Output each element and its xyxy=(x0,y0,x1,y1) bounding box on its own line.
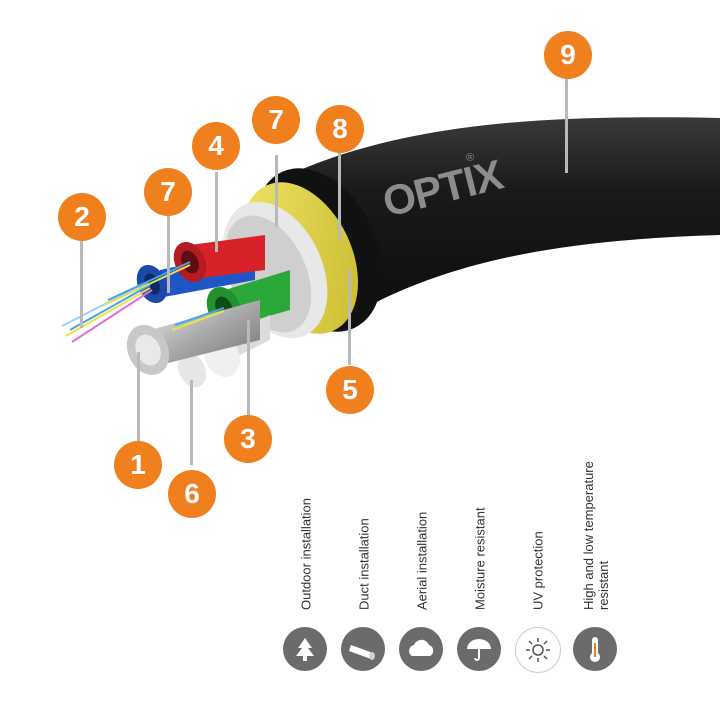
leader-line xyxy=(275,155,278,227)
feature-label: Outdoor installation xyxy=(298,497,314,610)
leader-line xyxy=(190,380,193,465)
fiber-bundle xyxy=(61,261,225,343)
callout-1: 1 xyxy=(114,441,162,489)
callout-9: 9 xyxy=(544,31,592,79)
callout-2: 2 xyxy=(58,193,106,241)
sun-icon xyxy=(515,627,561,673)
tree-icon xyxy=(283,627,327,671)
callout-5: 5 xyxy=(326,366,374,414)
feature-uv: UV protection xyxy=(515,440,561,610)
leader-line xyxy=(137,352,140,442)
leader-line xyxy=(338,145,341,240)
feature-outdoor: Outdoor installation xyxy=(283,440,329,610)
red-tube xyxy=(173,235,265,283)
callout-7a: 7 xyxy=(144,168,192,216)
leader-line xyxy=(167,213,170,293)
registered-mark: ® xyxy=(466,152,475,164)
callout-7b: 7 xyxy=(252,96,300,144)
callout-3: 3 xyxy=(224,415,272,463)
feature-label: Aerial installation xyxy=(414,511,430,610)
feature-label: High and low temperature resistant xyxy=(581,461,611,610)
callout-6: 6 xyxy=(168,470,216,518)
outer-sheath xyxy=(300,117,720,325)
callout-8: 8 xyxy=(316,105,364,153)
feature-label: Moisture resistant xyxy=(472,507,488,610)
callout-4: 4 xyxy=(192,122,240,170)
pipe-icon xyxy=(341,627,385,671)
feature-aerial: Aerial installation xyxy=(399,440,445,610)
cloud-icon xyxy=(399,627,443,671)
leader-line xyxy=(348,270,351,365)
thermometer-icon xyxy=(573,627,617,671)
feature-label: UV protection xyxy=(530,531,546,610)
feature-moisture: Moisture resistant xyxy=(457,440,503,610)
leader-line xyxy=(215,172,218,252)
leader-line xyxy=(80,238,83,328)
feature-label: Duct installation xyxy=(356,518,372,610)
umbrella-icon xyxy=(457,627,501,671)
feature-duct: Duct installation xyxy=(341,440,387,610)
feature-temperature: High and low temperature resistant xyxy=(573,440,619,610)
leader-line xyxy=(565,78,568,173)
leader-line xyxy=(247,320,250,415)
